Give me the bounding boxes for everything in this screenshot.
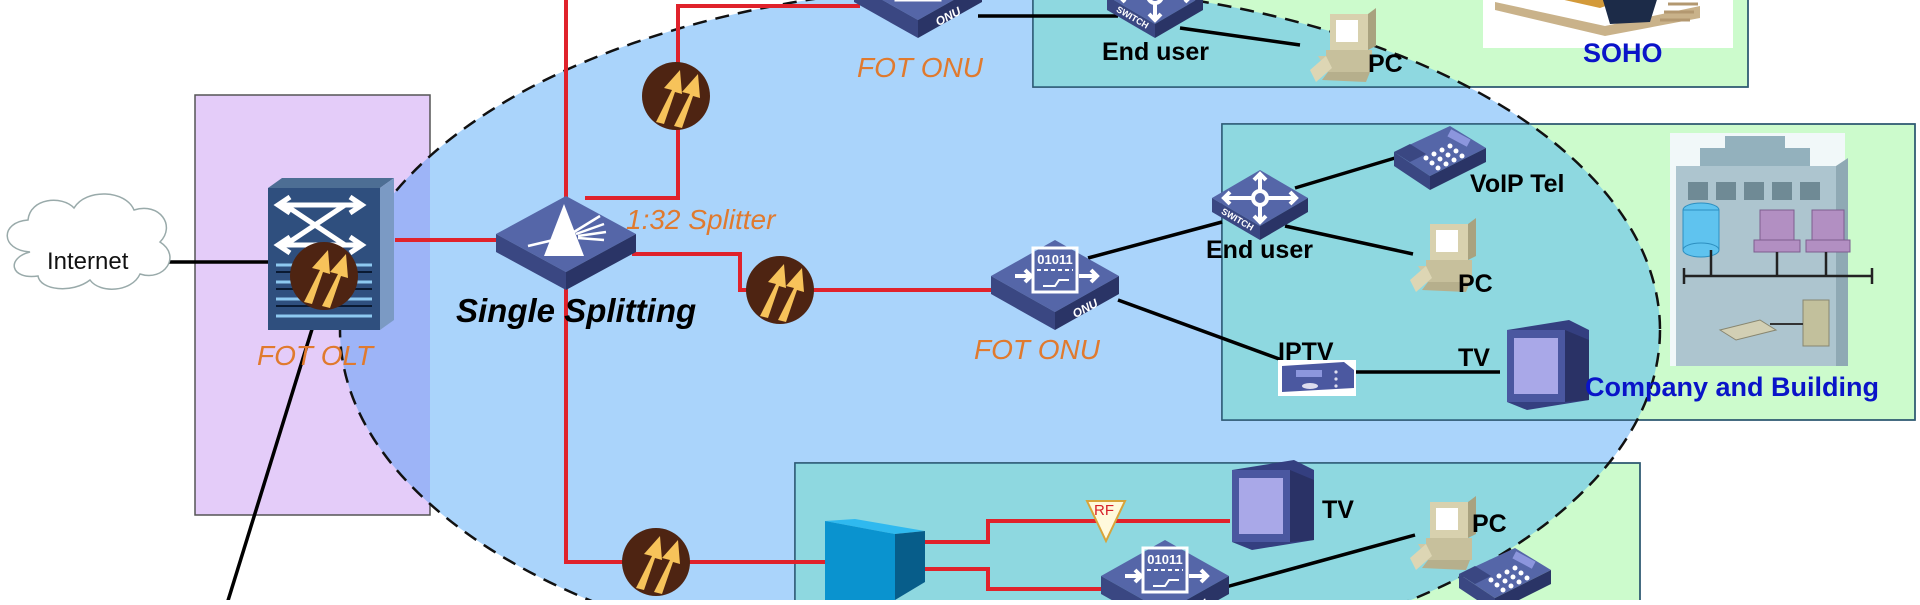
splitter-icon (496, 196, 636, 290)
tv-bottom-icon (1232, 460, 1314, 550)
link-onu-bottom-pc (1214, 533, 1416, 592)
tv-bottom-label: TV (1322, 496, 1354, 524)
tv-mid-label: TV (1458, 344, 1490, 372)
olt-optical-amplifier-icon (290, 242, 358, 310)
company-building-illustration (1670, 133, 1874, 366)
splitter-ratio-label: 1:32 Splitter (626, 204, 776, 235)
link-switch-pc (1284, 224, 1414, 256)
voip-label: VoIP Tel (1470, 170, 1565, 198)
switch-top-label: End user (1102, 38, 1209, 66)
link-switch-pc-top (1179, 26, 1301, 47)
link-splitter-bottom (564, 280, 825, 564)
switch-mid-label: End user (1206, 236, 1313, 264)
internet-cloud-icon (6, 193, 171, 290)
fiber-amplifier-icon-bottom (622, 528, 690, 596)
fiber-amplifier-icon-mid (746, 256, 814, 324)
rf-marker-icon (1085, 500, 1127, 544)
link-onu-iptv (1117, 298, 1283, 362)
pc-bottom-label: PC (1472, 510, 1507, 538)
link-bottom-onu (925, 567, 1110, 591)
iptv-label: IPTV (1278, 338, 1334, 366)
soho-illustration (1483, 0, 1733, 48)
company-label: Company and Building (1585, 372, 1879, 402)
internet-label: Internet (47, 248, 129, 275)
link-olt-down (224, 325, 315, 605)
pc-mid-label: PC (1458, 270, 1493, 298)
soho-label: SOHO (1583, 38, 1663, 68)
pc-top-label: PC (1368, 50, 1403, 78)
fiber-amplifier-icon-top (642, 62, 710, 130)
catv-node-icon (825, 519, 925, 600)
onu-top-label: FOT ONU (857, 52, 983, 83)
iptv-stb-icon (1278, 360, 1356, 396)
link-switch-voip (1294, 156, 1396, 190)
onu-mid-label: FOT ONU (974, 334, 1100, 365)
tv-mid-icon (1507, 320, 1589, 410)
rf-label: RF (1094, 502, 1114, 519)
splitter-label: Single Splitting (456, 292, 697, 329)
fiber-links (395, 0, 1230, 591)
olt-label: FOT OLT (257, 340, 374, 371)
copper-links (168, 14, 1500, 605)
link-splitter-onu-mid (632, 252, 1000, 292)
link-onu-mid-switch (1087, 220, 1223, 260)
